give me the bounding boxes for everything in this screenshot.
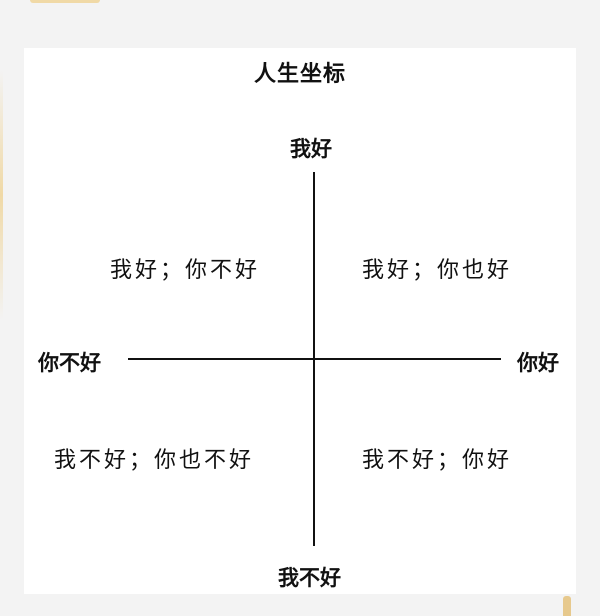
quadrant-top-right: 我好；你也好: [362, 258, 513, 283]
quadrant-bottom-left: 我不好；你也不好: [54, 448, 255, 473]
top-accent-bar: [30, 0, 100, 3]
bottom-accent-tab: [563, 596, 571, 616]
axis-label-top: 我好: [290, 137, 332, 161]
left-accent-glow: [0, 70, 3, 320]
diagram-card: [24, 48, 576, 594]
horizontal-axis-line: [128, 358, 501, 360]
diagram-title: 人生坐标: [253, 62, 346, 87]
axis-label-bottom: 我不好: [278, 566, 341, 590]
axis-label-left: 你不好: [38, 351, 101, 375]
quadrant-top-left: 我好；你不好: [110, 258, 261, 283]
quadrant-bottom-right: 我不好；你好: [362, 448, 513, 473]
axis-label-right: 你好: [517, 351, 559, 375]
